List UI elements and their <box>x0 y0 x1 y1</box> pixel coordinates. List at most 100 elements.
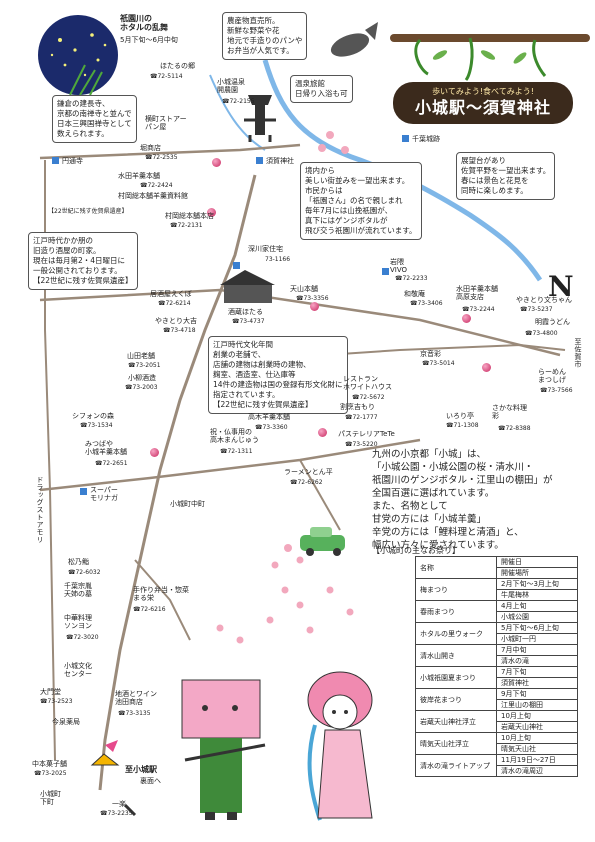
label-kyoikuro: 京音彩 <box>420 350 441 358</box>
label-murao-hon: 村岡総本舗本店 <box>165 212 214 220</box>
festival-name: 小城祇園夏まつり <box>415 666 497 689</box>
festival-place: 岩蔵天山神社 <box>496 721 578 733</box>
label-yamada: 山田老舗 <box>127 352 155 360</box>
label-pasteria: パステレリアTeTe <box>338 430 395 438</box>
label-myokan: 明霞うどん <box>535 318 570 326</box>
festival-date: 開催日 <box>496 556 578 568</box>
pin-entsuji <box>52 157 59 164</box>
festival-date: 7月中旬 <box>496 644 578 656</box>
note-line: 農産物直売所。 <box>227 16 280 25</box>
note-yokan: 江戸時代文化年間創業の老舗で、 店舗の建物は創業時の建物、麹室、酒造室、仕込庫等… <box>208 336 348 414</box>
info-line: 甘党の方には「小城羊羹」 <box>372 514 487 525</box>
info-line: 全国百選に選ばれています。 <box>372 488 495 499</box>
tel-matsunoi: ☎72-6032 <box>68 569 101 576</box>
festival-name: ホタルの里ウォーク <box>415 622 497 645</box>
festival-place: 晴気天山社 <box>496 743 578 755</box>
tel-hotaru-sato: ☎72-5114 <box>150 73 183 80</box>
festival-place: 清水の滝 <box>496 655 578 667</box>
note-line: 数えられます。 <box>57 129 109 138</box>
carp-illustration <box>330 33 370 57</box>
label-suga: 須賀神社 <box>266 157 294 165</box>
note-line: 美しい街並みを一望出来ます。 <box>305 176 410 185</box>
label-murao-shiryo: 村岡総本舗羊羹資料館 <box>118 192 188 200</box>
festival-date: 10月上旬 <box>496 732 578 744</box>
tel-mizuta: ☎72-2424 <box>140 182 173 189</box>
tel-ramen-tonpei: ☎72-6262 <box>290 479 323 486</box>
label-takagi: 高木羊羹本舗 <box>248 413 290 421</box>
note-kenchin: 鎌倉の建長寺、京都の南禅寺と並んで 日本三興国禅寺として数えられます。 <box>52 95 137 143</box>
note-line: 「祇園さん」の名で親しまれ <box>305 196 403 205</box>
note-line: 日本三興国禅寺として <box>57 119 132 128</box>
festival-date: 7月下旬 <box>496 666 578 678</box>
tel-kyoikuro: ☎73-5014 <box>422 360 455 367</box>
label-hori: 堀商店 <box>140 144 161 152</box>
label-onsen: 小城温泉 開農園 <box>217 78 245 94</box>
festival-date: 9月下旬 <box>496 688 578 700</box>
note-line: 【22世紀に残す佐賀県遺産】 <box>33 276 133 285</box>
label-ichiraku: 一楽 <box>112 800 126 808</box>
festival-date: 2月下旬〜3月上旬 <box>496 578 578 590</box>
info-line: また、名物として <box>372 501 448 512</box>
festival-date: 5月下旬〜6月上旬 <box>496 622 578 634</box>
note-line: 展望台があり <box>461 156 506 165</box>
festival-name: 清水山開き <box>415 644 497 667</box>
festival-place: 小城公園 <box>496 611 578 623</box>
label-restaurant: レストラン ホワイトハウス <box>343 375 392 391</box>
tel-omon: ☎73-2523 <box>40 698 73 705</box>
festival-place: 江里山の棚田 <box>496 699 578 711</box>
note-line: 春には景色と花見を <box>461 176 529 185</box>
tel-murao: ☎72-2131 <box>170 222 203 229</box>
tel-nakamoto: ☎73-2025 <box>34 770 67 777</box>
note-line: 京都の南禅寺と並んで <box>57 109 132 118</box>
tel-ichiraku: ☎73-2235 <box>100 810 133 817</box>
info-line: 祇園川のゲンジボタル・江里山の棚田」が <box>372 475 553 486</box>
road-mid <box>39 288 561 357</box>
tel-yamada: ☎73-2051 <box>128 362 161 369</box>
tel-iwaguma: ☎72-2233 <box>395 275 428 282</box>
label-yakitori-daikichi: やきとり大吉 <box>155 317 197 325</box>
marker-mizuta <box>212 158 221 167</box>
note-line: 【22世紀に残す佐賀県遺産】 <box>213 400 313 409</box>
tel-bunchan: ☎73-5237 <box>520 306 553 313</box>
festival-name: 梅まつり <box>415 578 497 601</box>
firefly-date: 5月下旬〜6月中旬 <box>120 36 178 44</box>
info-line: 九州の小京都「小城」は、 <box>372 449 487 460</box>
note-line: 江戸時代かか朋の <box>33 236 93 245</box>
label-bento: 手作り弁当・惣菜 まる栄 <box>133 586 189 602</box>
main-road <box>98 174 257 791</box>
tel-yakitori-daikichi: ☎73-4718 <box>163 327 196 334</box>
tel-mitsuba: ☎72-2651 <box>95 460 128 467</box>
label-chiba-haka: 千葉宗胤 天姉の墓 <box>64 582 92 598</box>
map-title: 歩いてみよう!食べてみよう! 小城駅〜須賀神社 <box>393 82 573 124</box>
festival-name: 岩蔵天山神社浮立 <box>415 710 497 733</box>
note-line: 市民からは <box>305 186 343 195</box>
tel-myokan: ☎73-4800 <box>525 330 558 337</box>
label-station: 至小城駅 <box>125 765 157 774</box>
tel-hori: ☎72-2535 <box>145 154 178 161</box>
note-line: 新鮮な野菜や花 <box>227 26 280 35</box>
note-line: 鎌倉の建長寺、 <box>57 99 110 108</box>
label-entsuji: 円通寺 <box>62 157 83 165</box>
road-top <box>39 143 301 160</box>
label-chizu-wine: 地酒とワイン 池田商店 <box>115 690 157 706</box>
note-line: 指定されています。 <box>213 390 280 399</box>
label-iwaguma: 岩隈 VIVO <box>390 258 408 274</box>
note-line: お弁当が人気です。 <box>227 46 294 55</box>
label-bunka: 小城文化 センター <box>64 662 92 678</box>
marker-tenzan <box>310 302 319 311</box>
tel-izakaya: ☎72-6214 <box>158 300 191 307</box>
tel-waritei: ☎72-1777 <box>345 414 378 421</box>
note-edo: 江戸時代かか朋の旧造り酒屋の町家。 現在は毎月第2・4日曜日に一般公開されており… <box>28 232 138 290</box>
tel-koshiro: ☎73-2003 <box>125 384 158 391</box>
label-senba: 千葉城跡 <box>412 135 440 143</box>
marker-mitsuba <box>150 448 159 457</box>
festival-row: 名称開催日 <box>415 556 578 579</box>
festival-name: 清水の滝ライトアップ <box>415 754 497 777</box>
